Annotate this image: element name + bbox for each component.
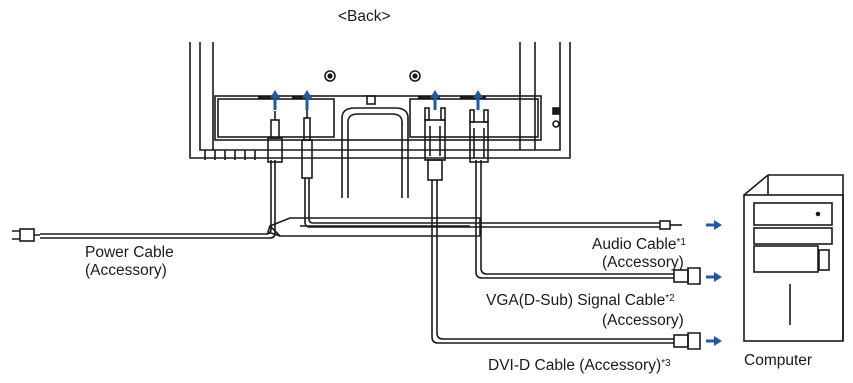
monitor-back bbox=[189, 42, 571, 160]
computer-label: Computer bbox=[744, 352, 813, 369]
vga-cable-note: *2 bbox=[665, 293, 675, 304]
audio-cable-label: Audio Cable*1 bbox=[592, 236, 686, 254]
dvi-cable bbox=[424, 107, 701, 350]
vga-cable-text: VGA(D-Sub) Signal Cable bbox=[486, 292, 666, 309]
back-view-label: <Back> bbox=[338, 8, 391, 25]
vga-cable bbox=[469, 109, 701, 285]
vga-cable-accessory: (Accessory) bbox=[602, 312, 684, 329]
power-cable bbox=[40, 111, 283, 239]
power-plug-icon bbox=[12, 228, 40, 242]
computer-arrows bbox=[706, 220, 722, 346]
power-cable-label: Power Cable bbox=[85, 244, 174, 261]
power-cable-accessory: (Accessory) bbox=[85, 262, 167, 279]
monitor-stand bbox=[266, 107, 481, 237]
dvi-cable-label: DVI-D Cable (Accessory)*3 bbox=[488, 357, 671, 375]
dvi-cable-text: DVI-D Cable (Accessory) bbox=[488, 357, 662, 374]
computer-icon bbox=[743, 174, 844, 342]
dvi-cable-note: *3 bbox=[661, 358, 671, 369]
audio-cable-accessory: (Accessory) bbox=[602, 254, 684, 271]
audio-cable-text: Audio Cable bbox=[592, 236, 677, 253]
audio-cable bbox=[301, 105, 682, 230]
vga-cable-label: VGA(D-Sub) Signal Cable*2 bbox=[486, 292, 675, 310]
port-arrows bbox=[270, 90, 483, 110]
audio-cable-note: *1 bbox=[676, 237, 686, 248]
